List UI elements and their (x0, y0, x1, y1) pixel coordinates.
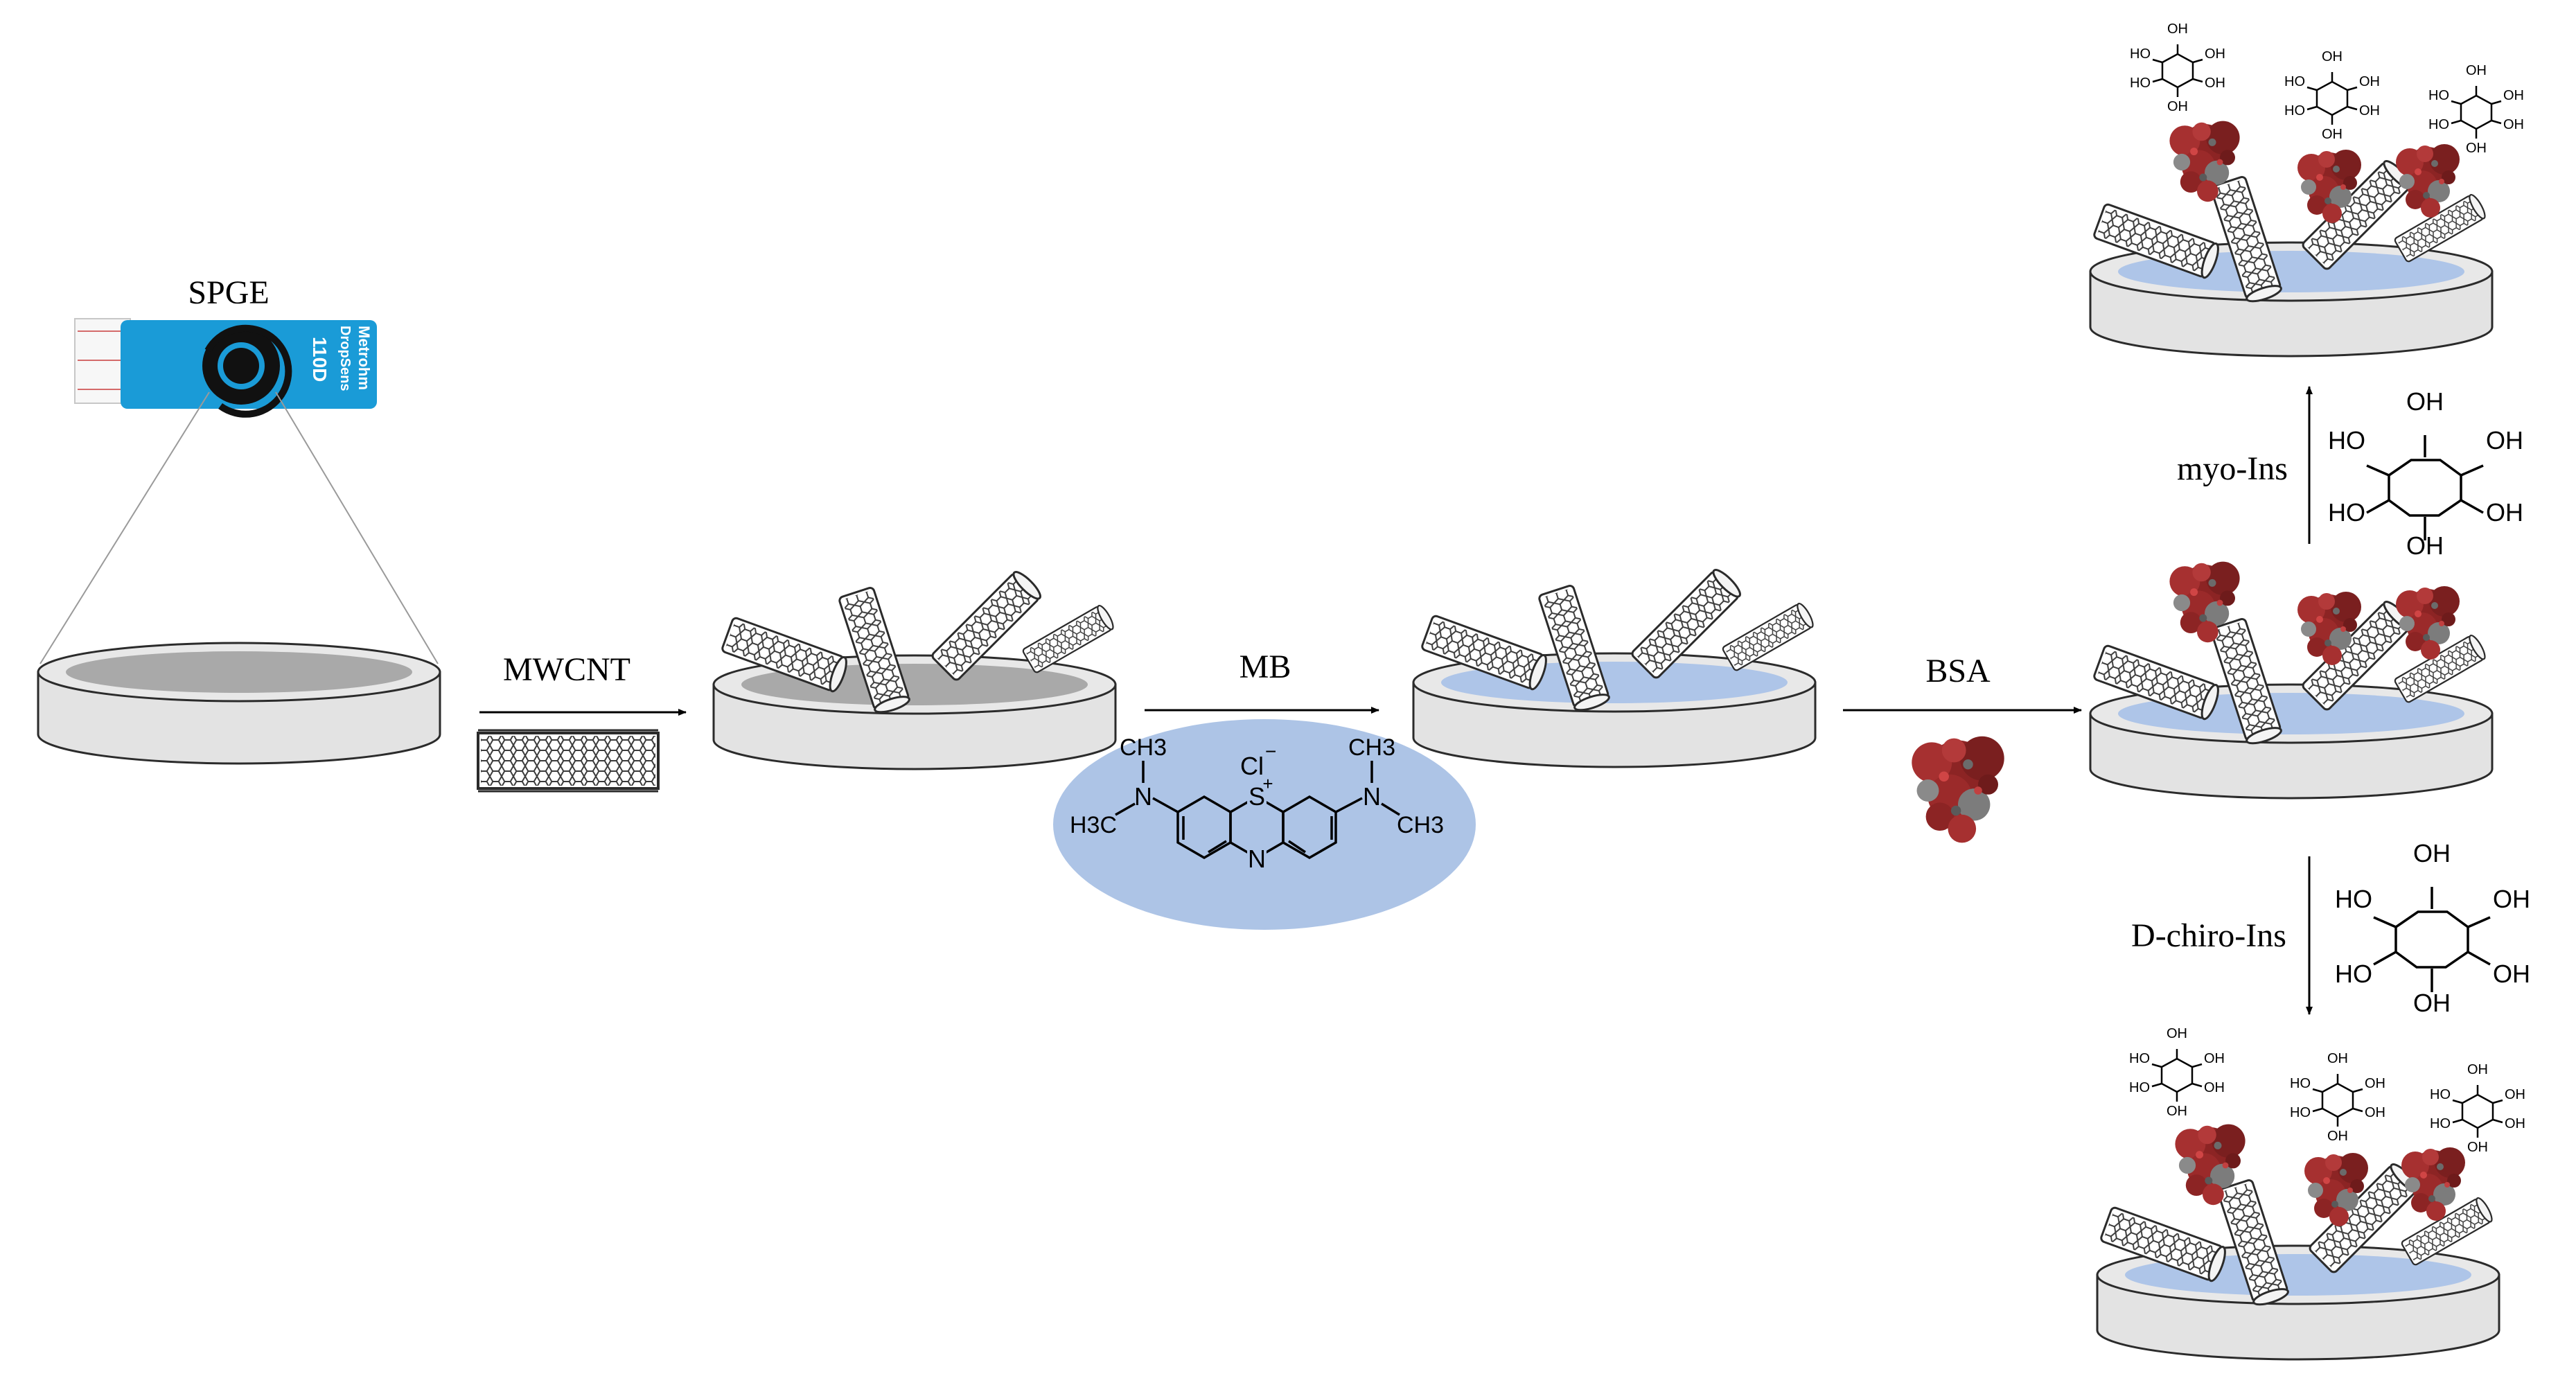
svg-text:OH: OH (2204, 1080, 2225, 1095)
svg-text:N: N (1363, 782, 1381, 811)
myo-inositol-bound-1: OH OH HO HO OH OH (2130, 21, 2225, 114)
svg-text:HO: HO (2430, 1087, 2451, 1102)
mb-label: MB (1240, 649, 1291, 685)
cnt-4 (1721, 601, 1817, 673)
svg-text:HO: HO (2129, 1051, 2150, 1066)
mwcnt-label: MWCNT (503, 651, 630, 688)
svg-text:HO: HO (2335, 885, 2372, 913)
svg-text:OH: OH (2167, 21, 2188, 37)
myo-inositol-bound-2: OH OH HO HO OH OH (2284, 49, 2380, 142)
svg-text:OH: OH (2413, 839, 2451, 867)
svg-text:OH: OH (2365, 1076, 2385, 1091)
svg-text:HO: HO (2328, 498, 2365, 527)
svg-text:N: N (1248, 845, 1266, 873)
svg-text:HO: HO (2130, 76, 2151, 91)
disk-mb (1412, 565, 1817, 768)
svg-text:OH: OH (2322, 127, 2343, 142)
d-chiro-inositol-bound-1: OH OH HO HO OH OH (2129, 1026, 2225, 1119)
step-myo-inositol: myo-Ins OH OH HO HO OH OH (2177, 386, 2523, 560)
brand-label: Metrohm (355, 326, 373, 390)
svg-text:OH: OH (2486, 426, 2523, 455)
bsa-protein-3 (2401, 1147, 2465, 1221)
spge-group: SPGE Metrohm DropSens 110D (39, 274, 439, 664)
spge-label: SPGE (188, 274, 269, 311)
myo-ins-label: myo-Ins (2177, 450, 2288, 487)
svg-text:OH: OH (2466, 63, 2487, 78)
svg-text:OH: OH (2167, 1026, 2187, 1041)
product-label: DropSens (337, 326, 353, 391)
model-label: 110D (309, 337, 330, 382)
chloride-label: Cl (1240, 752, 1264, 780)
svg-text:HO: HO (2428, 117, 2449, 132)
svg-text:OH: OH (2205, 76, 2225, 91)
d-chiro-ins-label: D-chiro-Ins (2131, 917, 2286, 954)
svg-text:OH: OH (2359, 103, 2380, 118)
svg-text:OH: OH (2327, 1129, 2348, 1144)
svg-text:CH3: CH3 (1348, 734, 1395, 761)
svg-text:OH: OH (2486, 498, 2523, 527)
svg-text:OH: OH (2466, 141, 2487, 156)
svg-text:HO: HO (2430, 1116, 2451, 1131)
svg-text:OH: OH (2493, 960, 2530, 988)
svg-text:OH: OH (2467, 1140, 2488, 1155)
svg-text:HO: HO (2284, 103, 2305, 118)
svg-text:HO: HO (2290, 1105, 2311, 1120)
svg-text:OH: OH (2322, 49, 2343, 64)
svg-text:OH: OH (2359, 74, 2380, 89)
myo-inositol-structure: OH OH HO HO OH OH (2328, 387, 2523, 560)
svg-text:OH: OH (2503, 88, 2524, 103)
svg-text:OH: OH (2503, 117, 2524, 132)
step-bsa: BSA (1843, 653, 2082, 843)
step-mb: MB Cl − (1053, 649, 1476, 930)
svg-text:CH3: CH3 (1397, 812, 1444, 838)
methylene-blue-structure: Cl − S + N (1053, 719, 1476, 930)
svg-text:OH: OH (2327, 1051, 2348, 1066)
svg-text:HO: HO (2328, 426, 2365, 455)
svg-text:S: S (1249, 782, 1265, 811)
electrode-card: Metrohm DropSens 110D (74, 318, 377, 418)
svg-text:HO: HO (2335, 960, 2372, 988)
svg-text:OH: OH (2167, 1104, 2187, 1119)
bsa-label: BSA (1925, 653, 1991, 689)
svg-text:−: − (1265, 741, 1276, 762)
disk-mwcnt (712, 567, 1117, 770)
svg-text:HO: HO (2129, 1080, 2150, 1095)
svg-text:N: N (1134, 782, 1152, 811)
svg-text:OH: OH (2406, 531, 2444, 560)
svg-text:OH: OH (2205, 46, 2225, 62)
cnt-4 (1021, 603, 1117, 675)
svg-text:+: + (1262, 773, 1273, 794)
disk-bare (37, 642, 441, 765)
svg-text:HO: HO (2130, 46, 2151, 62)
svg-text:H3C: H3C (1070, 812, 1117, 838)
svg-text:OH: OH (2505, 1116, 2525, 1131)
d-chiro-inositol-structure: OH OH HO HO OH OH (2335, 839, 2530, 1017)
disk-myo-inositol: OH OH HO HO OH OH OH OH HO HO OH OH OH O… (2089, 21, 2524, 358)
step-mwcnt: MWCNT (477, 651, 687, 793)
svg-text:OH: OH (2204, 1051, 2225, 1066)
svg-text:HO: HO (2284, 74, 2305, 89)
step-d-chiro-inositol: D-chiro-Ins OH OH HO HO OH OH (2131, 839, 2530, 1017)
d-chiro-inositol-bound-2: OH OH HO HO OH OH (2290, 1051, 2385, 1144)
svg-text:OH: OH (2413, 989, 2451, 1017)
myo-inositol-bound-3: OH OH HO HO OH OH (2428, 63, 2524, 156)
disk-bsa (2089, 561, 2494, 800)
svg-text:OH: OH (2167, 99, 2188, 114)
svg-text:OH: OH (2406, 387, 2444, 416)
svg-text:OH: OH (2505, 1087, 2525, 1102)
svg-text:OH: OH (2467, 1062, 2488, 1077)
d-chiro-inositol-bound-3: OH OH HO HO OH OH (2430, 1062, 2525, 1155)
svg-text:OH: OH (2493, 885, 2530, 913)
bsa-protein-icon (1912, 736, 2004, 843)
svg-text:CH3: CH3 (1120, 734, 1167, 761)
svg-text:OH: OH (2365, 1105, 2385, 1120)
svg-text:HO: HO (2428, 88, 2449, 103)
svg-text:HO: HO (2290, 1076, 2311, 1091)
disk-d-chiro-inositol: OH OH HO HO OH OH OH OH HO HO OH OH OH O… (2096, 1026, 2525, 1361)
nanotube-icon (477, 729, 660, 793)
graphite-surface (66, 651, 412, 693)
